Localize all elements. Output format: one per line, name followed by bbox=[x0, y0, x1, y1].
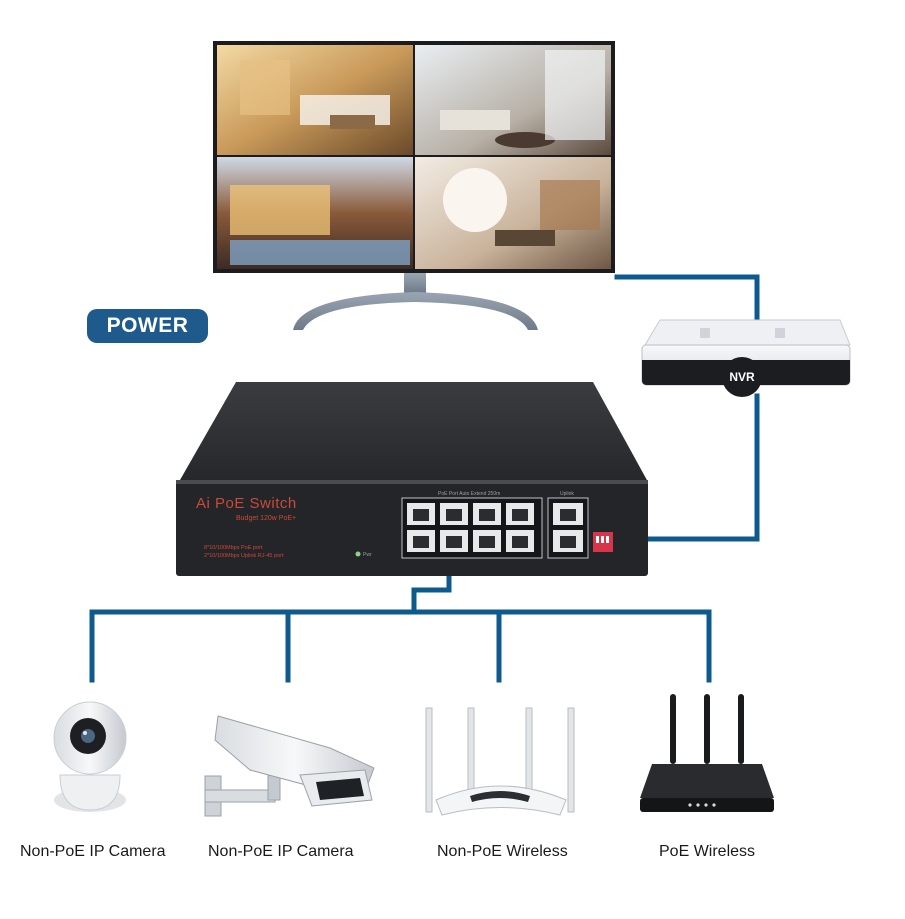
switch-down-cable bbox=[411, 566, 452, 615]
cables bbox=[89, 274, 760, 683]
port-header: PoE Port Auto Extend 250m bbox=[438, 491, 500, 497]
switch-spec-line-1: 8*10/100Mbps PoE port bbox=[204, 545, 263, 551]
switch-budget: Budget 120w PoE+ bbox=[236, 515, 296, 522]
nvr-icon bbox=[641, 319, 851, 397]
switch-brand: Ai PoE Switch bbox=[196, 495, 297, 512]
nvr-label: NVR bbox=[729, 370, 755, 384]
power-badge: POWER bbox=[87, 309, 208, 343]
monitor-icon bbox=[213, 41, 615, 330]
poe-switch-icon bbox=[176, 382, 648, 576]
uplink-header: Uplink bbox=[560, 491, 574, 497]
poe-ports bbox=[401, 497, 543, 559]
device-label-3: Non-PoE Wireless bbox=[437, 843, 568, 860]
uplink-ports bbox=[547, 497, 589, 559]
device-label-2: Non-PoE IP Camera bbox=[208, 843, 354, 860]
device-label-4: PoE Wireless bbox=[659, 843, 756, 860]
wireless-router-icon bbox=[425, 707, 575, 816]
device-label-1: Non-PoE IP Camera bbox=[20, 843, 166, 860]
bullet-camera-icon bbox=[204, 715, 375, 817]
nvr-to-switch-cable bbox=[637, 393, 760, 542]
switch-spec-line-2: 2*10/100Mbps Uplink RJ-45 port bbox=[204, 553, 284, 559]
monitor-to-nvr-cable bbox=[614, 274, 760, 321]
poe-router-icon bbox=[640, 694, 774, 812]
led-label: Pwr bbox=[363, 552, 372, 558]
dome-camera-icon bbox=[53, 701, 127, 812]
power-led bbox=[355, 551, 361, 557]
dip-switch bbox=[593, 532, 613, 552]
